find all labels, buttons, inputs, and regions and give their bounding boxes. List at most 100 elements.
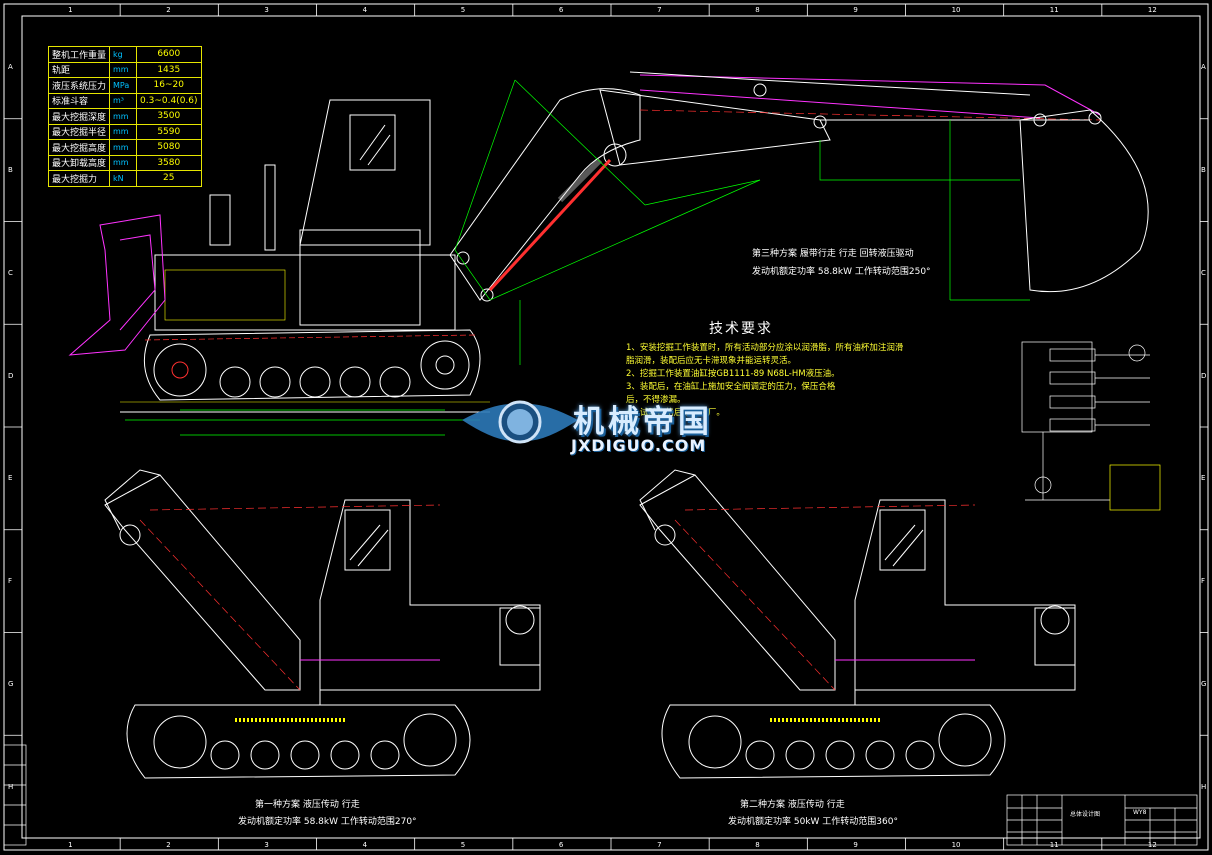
frame-col-label: 1 <box>68 841 73 849</box>
spec-unit: mm <box>109 61 138 78</box>
title-block <box>1006 794 1198 846</box>
frame-col-label: 4 <box>362 841 368 849</box>
boom-pivot <box>119 524 141 546</box>
frame-col-label: 5 <box>460 841 466 849</box>
spec-value: 16~20 <box>136 77 202 94</box>
frame-row-label: D <box>8 371 14 380</box>
caption-left-line1: 第一种方案 液压传动 行走 <box>255 800 360 810</box>
logo-en-text: JXDIGUO.COM <box>571 436 707 455</box>
frame-col-label: 11 <box>1049 6 1059 14</box>
frame-col-label: 10 <box>951 841 961 849</box>
upper-body <box>854 499 1076 705</box>
caption-top-line1: 第三种方案 履带行走 行走 回转液压驱动 <box>752 249 914 259</box>
frame-row-label: A <box>8 63 13 72</box>
frame-row-label: F <box>8 577 13 586</box>
frame-row-label: E <box>1201 474 1206 483</box>
upper-body <box>319 499 541 705</box>
frame-row-label: C <box>1201 268 1206 277</box>
frame-row-ticks <box>4 118 1208 736</box>
frame-col-label: 12 <box>1147 6 1157 14</box>
boom <box>104 474 301 691</box>
frame-col-label: 6 <box>558 6 564 14</box>
frame-row-label: G <box>1201 679 1207 688</box>
frame-col-label: 12 <box>1147 841 1157 849</box>
track-roller <box>370 740 400 770</box>
tech-item: 2、挖掘工作装置油缸按GB1111-89 N68L-HM液压油。 <box>626 369 840 379</box>
tech-item: 4、试验合格后方可出厂。 <box>626 408 725 418</box>
track-roller <box>905 740 935 770</box>
caption-right-line2: 发动机额定功率 50kW 工作转动范围360° <box>728 817 898 827</box>
frame-col-label: 2 <box>166 841 171 849</box>
track-roller <box>745 740 775 770</box>
spec-name: 轨距 <box>47 61 111 78</box>
spec-unit: mm <box>109 108 138 125</box>
frame-col-label: 1 <box>68 6 73 14</box>
tech-requirements: 技术要求 1、安装挖掘工作装置时，所有活动部分应涂以润滑脂，所有油杯加注润滑 脂… <box>626 321 903 420</box>
frame-row-label: E <box>8 474 13 483</box>
boom <box>639 474 836 691</box>
counterweight-hub <box>505 605 535 635</box>
caption-top-line2: 发动机额定功率 58.8kW 工作转动范围250° <box>752 267 931 277</box>
track-roller <box>259 366 291 398</box>
track-roller <box>379 366 411 398</box>
excavator-right-view <box>639 469 1076 779</box>
spec-unit: mm <box>109 123 138 140</box>
logo-badge <box>462 400 578 444</box>
frame-col-label: 8 <box>755 6 760 14</box>
spec-value: 25 <box>136 170 202 187</box>
spec-unit: kg <box>109 46 138 63</box>
spec-unit: m³ <box>109 92 138 109</box>
cab-window <box>344 509 391 571</box>
spec-name: 最大卸载高度 <box>47 154 111 171</box>
frame-row-label: H <box>1201 782 1207 791</box>
track-roller <box>330 740 360 770</box>
track-roller <box>210 740 240 770</box>
spec-name: 最大挖掘高度 <box>47 139 111 156</box>
frame-col-label: 6 <box>558 841 564 849</box>
top-excavator <box>68 71 1149 413</box>
dimension-lines <box>125 79 1030 436</box>
track-roller <box>865 740 895 770</box>
center-line <box>674 504 976 691</box>
caption-right-line1: 第二种方案 液压传动 行走 <box>740 800 845 810</box>
frame-col-label: 5 <box>460 6 466 14</box>
spec-unit: kN <box>109 170 138 187</box>
drawing-code: WY8 <box>1133 809 1147 816</box>
valve-block <box>1049 371 1096 385</box>
tech-title: 技术要求 <box>709 321 773 337</box>
spec-unit: MPa <box>109 77 138 94</box>
counterweight-hub <box>1040 605 1070 635</box>
center-line <box>139 504 441 691</box>
track-roller <box>219 366 251 398</box>
spec-value: 3580 <box>136 154 202 171</box>
excavator-left-view <box>104 469 541 779</box>
drive-sprocket <box>688 715 742 769</box>
spec-value: 1435 <box>136 61 202 78</box>
window-glare <box>884 524 924 567</box>
track-roller <box>825 740 855 770</box>
track-roller <box>785 740 815 770</box>
spec-name: 最大挖掘半径 <box>47 123 111 140</box>
valve-block <box>1049 395 1096 409</box>
tech-item: 3、装配后，在油缸上施加安全阀调定的压力，保压合格 <box>626 382 836 392</box>
spec-value: 3500 <box>136 108 202 125</box>
frame-col-label: 10 <box>951 6 961 14</box>
left-revision-strip <box>3 744 27 846</box>
frame-col-label: 3 <box>264 841 269 849</box>
frame-row-label: B <box>1201 166 1206 175</box>
spec-value: 5080 <box>136 139 202 156</box>
frame-col-label: 8 <box>755 841 760 849</box>
frame-col-label: 9 <box>853 841 858 849</box>
idler-wheel <box>403 713 457 767</box>
track-roller <box>299 366 331 398</box>
valve-block <box>1049 348 1096 362</box>
spec-name: 整机工作重量 <box>47 46 111 63</box>
frame-col-label: 4 <box>362 6 368 14</box>
spec-name: 最大挖掘力 <box>47 170 111 187</box>
